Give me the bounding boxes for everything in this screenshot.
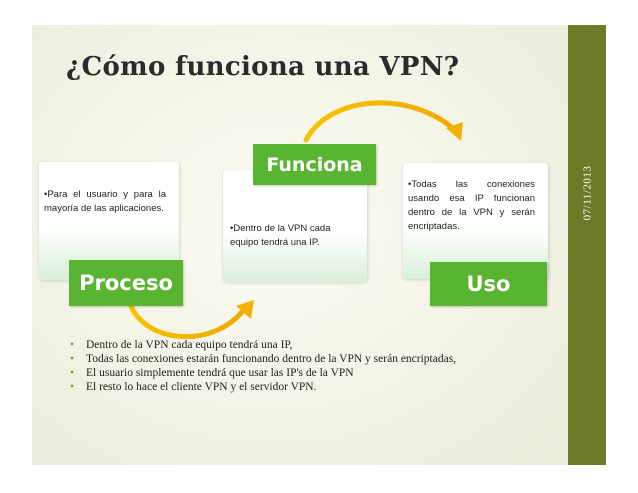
- list-item: El usuario simplemente tendrá que usar l…: [70, 366, 500, 380]
- slide-title: ¿Cómo funciona una VPN?: [66, 52, 460, 82]
- step-text-uso: •Todas las conexiones usando esa IP func…: [408, 178, 535, 234]
- step-text-proceso: •Para el usuario y para la mayoría de la…: [44, 188, 166, 216]
- bullet-dot: •: [44, 189, 48, 200]
- top-arrow: [303, 100, 458, 143]
- step-card-uso: [402, 163, 548, 279]
- bullet-dot: •: [230, 223, 234, 234]
- bottom-arrow: [125, 295, 248, 339]
- step-text-funciona: •Dentro de la VPN cada equipo tendrá una…: [230, 222, 358, 250]
- page-number: 7: [583, 387, 591, 402]
- step-text-proceso-content: Para el usuario y para la mayoría de las…: [44, 189, 166, 214]
- summary-bullet-list: Dentro de la VPN cada equipo tendrá una …: [70, 338, 500, 394]
- step-card-funciona: [222, 170, 367, 282]
- step-label-uso: Uso: [430, 262, 547, 306]
- step-text-uso-content: Todas las conexiones usando esa IP funci…: [408, 179, 535, 232]
- top-arrow-head-icon: [446, 122, 463, 141]
- list-item: El resto lo hace el cliente VPN y el ser…: [70, 380, 500, 394]
- list-item: Todas las conexiones estarán funcionando…: [70, 352, 500, 366]
- bottom-arrow-head-icon: [236, 300, 254, 319]
- list-item: Dentro de la VPN cada equipo tendrá una …: [70, 338, 500, 352]
- step-text-funciona-content: Dentro de la VPN cada equipo tendrá una …: [230, 223, 331, 248]
- step-label-proceso: Proceso: [69, 260, 183, 306]
- step-label-funciona: Funciona: [253, 144, 376, 185]
- bullet-dot: •: [408, 179, 412, 190]
